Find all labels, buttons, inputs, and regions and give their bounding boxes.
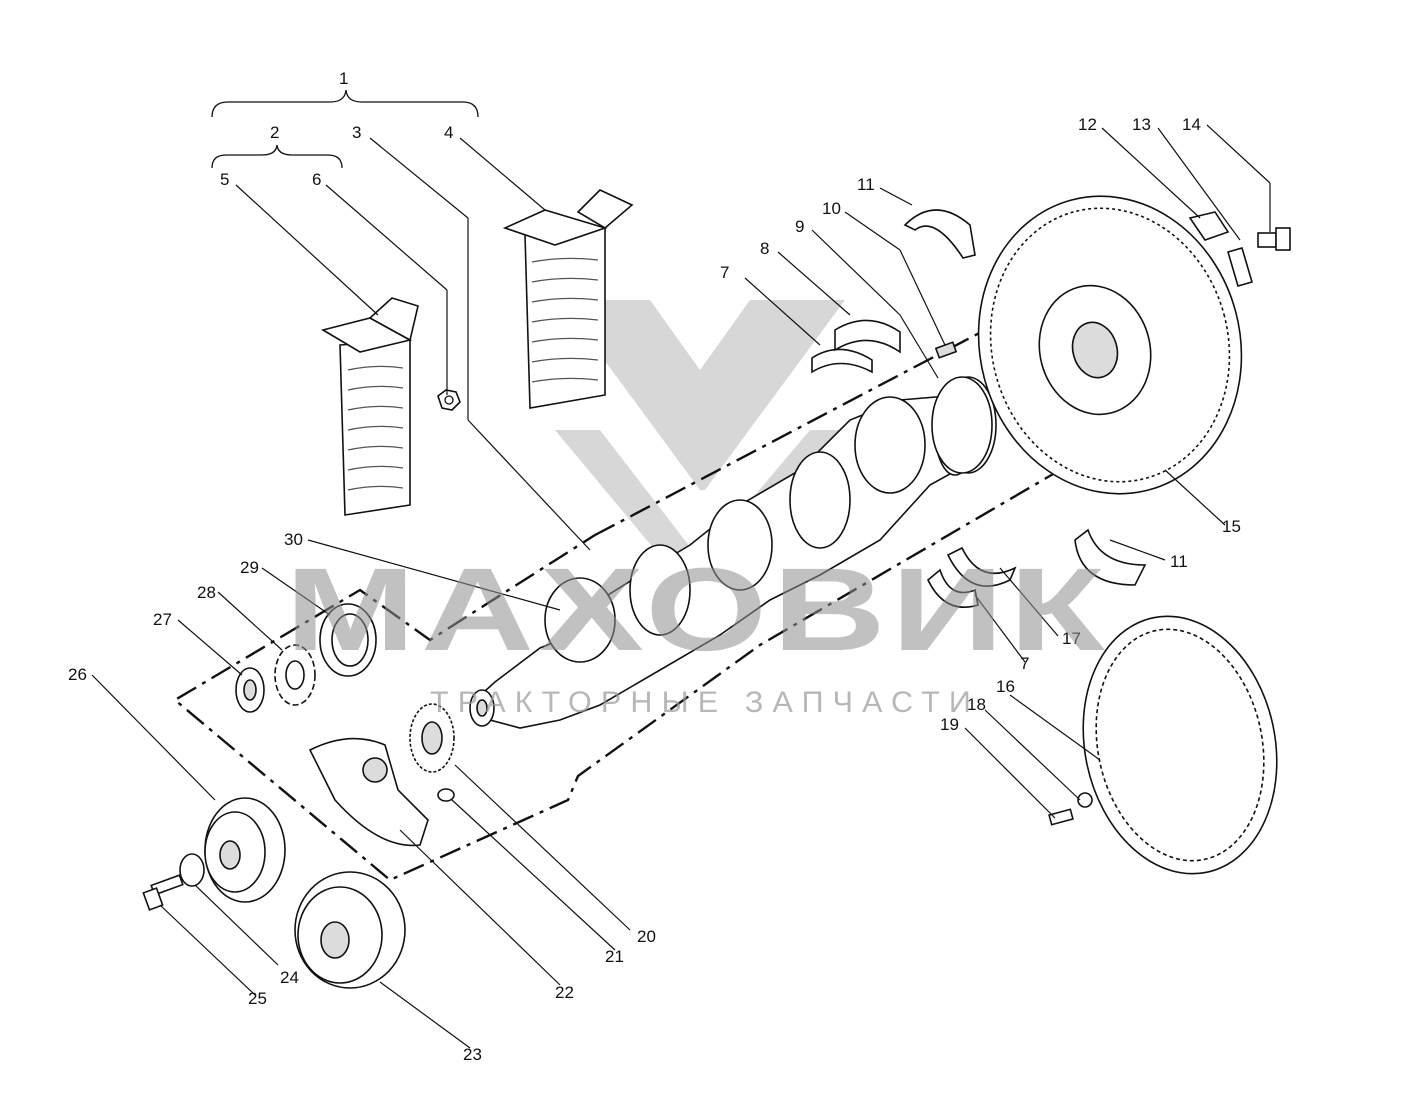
oil-seal-29	[319, 603, 377, 677]
callout-12: 12	[1078, 115, 1097, 134]
callout-6: 6	[312, 170, 321, 189]
group-bracket-1	[211, 89, 479, 118]
callout-2: 2	[270, 123, 279, 142]
callout-labels: 1 2 3 4 5 6 7 8 9 10 11 12 13 14 15 16 1…	[68, 69, 1241, 1064]
callout-8: 8	[760, 239, 769, 258]
gear-20	[409, 703, 455, 773]
counterweight-22	[308, 737, 429, 847]
bearing-shell-17	[946, 546, 1017, 587]
callout-15: 15	[1222, 517, 1241, 536]
watermark-logo-icon	[555, 300, 855, 610]
damper-26	[204, 797, 286, 903]
bearing-box-4	[502, 189, 634, 409]
callout-11-lower: 11	[1170, 552, 1188, 571]
callout-25: 25	[248, 989, 267, 1008]
callout-10: 10	[822, 199, 841, 218]
bolt-19	[1048, 808, 1074, 826]
washer-13	[1227, 247, 1253, 287]
callout-7-lower: 7	[1020, 654, 1029, 673]
bolt-25	[142, 874, 184, 911]
nut-6	[437, 389, 461, 411]
thrust-halfring-11-upper	[903, 209, 976, 259]
callout-29: 29	[240, 558, 259, 577]
watermark-tagline: ТРАКТОРНЫЕ ЗАПЧАСТИ	[430, 686, 980, 719]
bearing-box-5	[320, 297, 419, 516]
washer-18	[1077, 792, 1093, 808]
callout-21: 21	[605, 947, 624, 966]
callout-7: 7	[720, 263, 729, 282]
washer-24	[179, 853, 205, 887]
callout-22: 22	[555, 983, 574, 1002]
pin-10	[934, 341, 958, 359]
bearing-shell-8	[834, 319, 901, 354]
callout-11: 11	[857, 175, 875, 194]
bolt-14	[1257, 227, 1291, 251]
flywheel-15	[977, 195, 1243, 495]
callout-20: 20	[637, 927, 656, 946]
lock-plate-12	[1188, 211, 1230, 241]
nut-27	[235, 667, 265, 713]
leader-lines	[91, 124, 1271, 1049]
group-bracket-2	[211, 144, 343, 169]
lock-washer-28	[274, 644, 316, 706]
callout-1: 1	[339, 69, 348, 88]
callout-30: 30	[284, 530, 303, 549]
callout-24: 24	[280, 968, 299, 987]
callout-13: 13	[1132, 115, 1151, 134]
callout-19: 19	[940, 715, 959, 734]
key-21	[437, 788, 455, 802]
callout-18: 18	[967, 695, 986, 714]
callout-3: 3	[352, 123, 361, 142]
callout-26: 26	[68, 665, 87, 684]
callout-9: 9	[795, 217, 804, 236]
seal-ring-9	[931, 376, 993, 474]
callout-5: 5	[220, 170, 229, 189]
callout-4: 4	[444, 123, 453, 142]
watermark-brand: МАХОВИК	[285, 544, 1110, 676]
callout-23: 23	[463, 1045, 482, 1064]
callout-17: 17	[1062, 629, 1081, 648]
callout-16: 16	[996, 677, 1015, 696]
thrust-halfring-11-lower	[1074, 528, 1147, 586]
pulley-23	[294, 871, 406, 989]
callout-28: 28	[197, 583, 216, 602]
callout-27: 27	[153, 610, 172, 629]
callout-14: 14	[1182, 115, 1201, 134]
ring-gear-16	[1082, 615, 1278, 875]
bearing-shell-7-upper	[811, 348, 873, 374]
